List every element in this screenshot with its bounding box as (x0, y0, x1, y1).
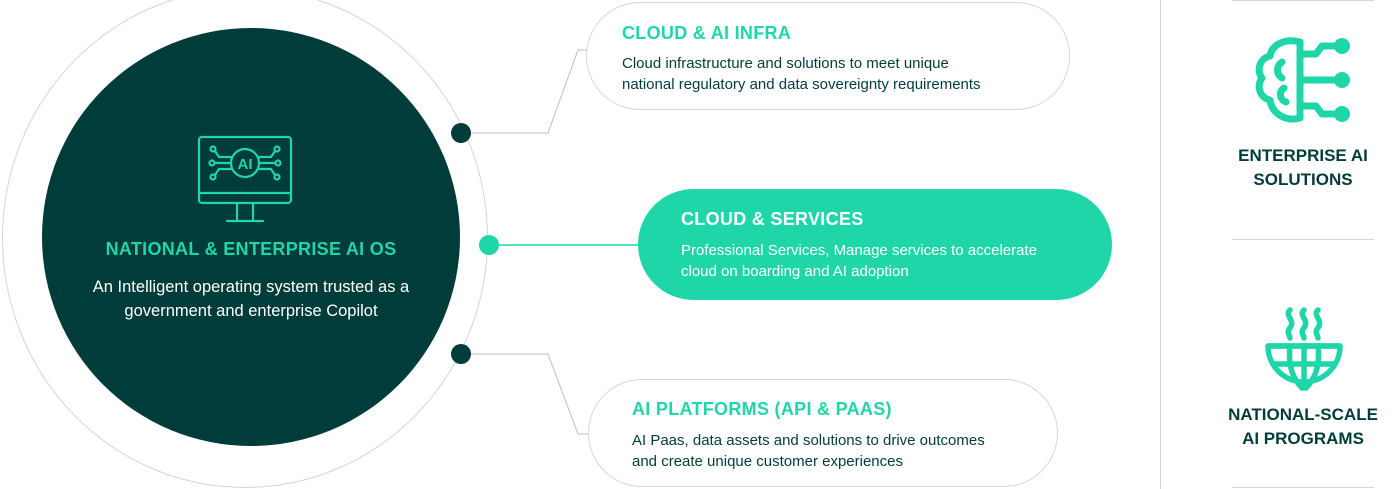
offering-description-line1: Cloud infrastructure and solutions to me… (622, 55, 949, 72)
right-label-national: NATIONAL-SCALE AI PROGRAMS (1200, 403, 1393, 451)
offering-title: CLOUD & SERVICES (681, 209, 864, 229)
offering-description-line2: and create unique customer experiences (632, 453, 903, 470)
offering-card-cloud-services[interactable]: CLOUD & SERVICES Professional Services, … (638, 189, 1112, 300)
right-label-enterprise: ENTERPRISE AI SOLUTIONS (1200, 144, 1393, 192)
center-description-line1: An Intelligent operating system trusted … (92, 278, 410, 296)
right-label-line1: ENTERPRISE AI (1238, 146, 1368, 165)
offering-title: AI PLATFORMS (API & PAAS) (632, 399, 892, 419)
right-divider-top (1232, 0, 1374, 1)
offering-description: Professional Services, Manage services t… (681, 240, 1037, 282)
offering-card-ai-platforms[interactable]: AI PLATFORMS (API & PAAS) AI Paas, data … (588, 379, 1058, 487)
offering-description: Cloud infrastructure and solutions to me… (622, 53, 981, 95)
globe-heat-icon (1265, 307, 1343, 391)
offering-title: CLOUD & AI INFRA (622, 23, 792, 43)
offering-description-line2: national regulatory and data sovereignty… (622, 76, 981, 93)
right-label-line1: NATIONAL-SCALE (1228, 405, 1378, 424)
connector-dot-top[interactable] (451, 123, 471, 143)
connector-top (461, 49, 588, 134)
right-column-divider (1160, 0, 1161, 489)
right-label-line2: AI PROGRAMS (1242, 429, 1364, 448)
center-description: An Intelligent operating system trusted … (50, 275, 452, 323)
offering-card-cloud-ai-infra[interactable]: CLOUD & AI INFRA Cloud infrastructure an… (586, 2, 1070, 110)
connector-bottom (461, 353, 588, 435)
center-circle (42, 28, 460, 446)
brain-circuit-icon (1255, 37, 1350, 123)
center-title: NATIONAL & ENTERPRISE AI OS (105, 239, 397, 259)
offering-description: AI Paas, data assets and solutions to dr… (632, 430, 985, 472)
right-divider-middle (1232, 239, 1374, 240)
offering-description-line2: cloud on boarding and AI adoption (681, 263, 909, 280)
connector-dot-middle[interactable] (479, 235, 499, 255)
right-divider-bottom (1232, 487, 1374, 488)
ai-monitor-icon: AI (197, 135, 293, 223)
offering-description-line1: AI Paas, data assets and solutions to dr… (632, 432, 985, 449)
center-description-line2: government and enterprise Copilot (124, 302, 378, 320)
ai-icon-text: AI (238, 156, 253, 173)
offering-description-line1: Professional Services, Manage services t… (681, 242, 1038, 259)
connector-dot-bottom[interactable] (451, 344, 471, 364)
right-label-line2: SOLUTIONS (1253, 170, 1353, 189)
